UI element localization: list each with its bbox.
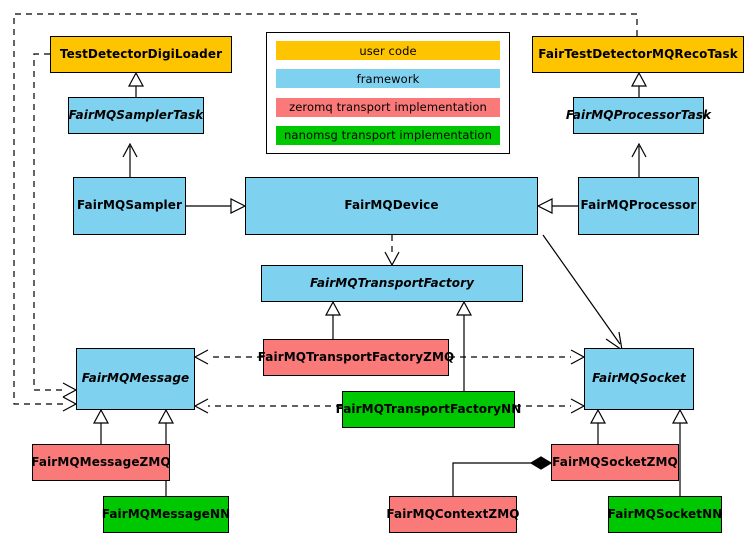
- edge-device-to-transportfactory: [384, 235, 400, 267]
- class-node-fairmqdevice[interactable]: FairMQDevice: [245, 177, 538, 235]
- class-node-fairmqsocketzmq[interactable]: FairMQSocketZMQ: [551, 444, 679, 481]
- legend-item-zeromq: zeromq transport implementation: [276, 97, 500, 117]
- class-node-fairmqsampler[interactable]: FairMQSampler: [73, 177, 186, 235]
- edge-tfnn-to-message: [193, 398, 342, 414]
- edge-device-to-socket: [542, 234, 623, 352]
- edge-samplertask-to-digiloader: [127, 71, 145, 97]
- edge-tfnn-to-socket: [515, 398, 586, 414]
- edge-tfzmq-to-message: [193, 349, 263, 365]
- class-node-fairmqsocket[interactable]: FairMQSocket: [584, 348, 694, 410]
- edge-processor-to-device: [536, 198, 578, 214]
- class-node-fairmqcontextzmq[interactable]: FairMQContextZMQ: [386, 496, 519, 533]
- legend-item-nanomsg: nanomsg transport implementation: [276, 125, 500, 145]
- legend: user code framework zeromq transport imp…: [266, 32, 510, 154]
- class-node-fairmqtransportfactory[interactable]: FairMQTransportFactory: [261, 265, 523, 302]
- class-node-fairmqsamplertask[interactable]: FairMQSamplerTask: [68, 97, 204, 134]
- edge-messagezmq-to-message: [92, 408, 110, 444]
- edge-tfzmq-to-socket: [449, 349, 586, 365]
- legend-item-framework: framework: [276, 69, 500, 89]
- class-node-fairmqmessage[interactable]: FairMQMessage: [76, 348, 195, 410]
- edge-contextzmq-to-socketzmq: [452, 456, 553, 496]
- edge-socketzmq-to-socket: [589, 408, 607, 444]
- class-node-fairmqsocketnn[interactable]: FairMQSocketNN: [608, 496, 722, 533]
- legend-item-user-code: user code: [276, 41, 500, 60]
- class-node-fairmqprocessortask[interactable]: FairMQProcessorTask: [566, 97, 711, 134]
- class-node-fairmqprocessor[interactable]: FairMQProcessor: [578, 177, 699, 235]
- edge-processor-to-processortask: [631, 142, 647, 177]
- class-node-fairmqmessagezmq[interactable]: FairMQMessageZMQ: [31, 444, 171, 481]
- edge-sampler-to-device: [186, 198, 247, 214]
- class-node-fairmqtransportfactoryzmq[interactable]: FairMQTransportFactoryZMQ: [258, 339, 454, 376]
- edge-tfzmq-to-transportfactory: [324, 300, 342, 339]
- edge-sampler-to-samplertask: [122, 142, 138, 177]
- class-node-fairtestdetectormqrecotask[interactable]: FairTestDetectorMQRecoTask: [532, 36, 744, 73]
- edge-tfnn-to-transportfactory: [455, 300, 473, 391]
- class-node-testdetectordigiloader[interactable]: TestDetectorDigiLoader: [50, 36, 232, 73]
- class-node-fairmqmessagenn[interactable]: FairMQMessageNN: [102, 496, 230, 533]
- edge-processortask-to-recotask: [630, 71, 648, 97]
- class-node-fairmqtransportfactorynn[interactable]: FairMQTransportFactoryNN: [336, 391, 521, 428]
